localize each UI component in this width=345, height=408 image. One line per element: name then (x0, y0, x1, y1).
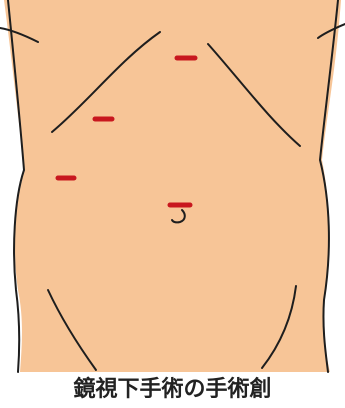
figure-caption: 鏡視下手術の手術創 (0, 374, 345, 406)
